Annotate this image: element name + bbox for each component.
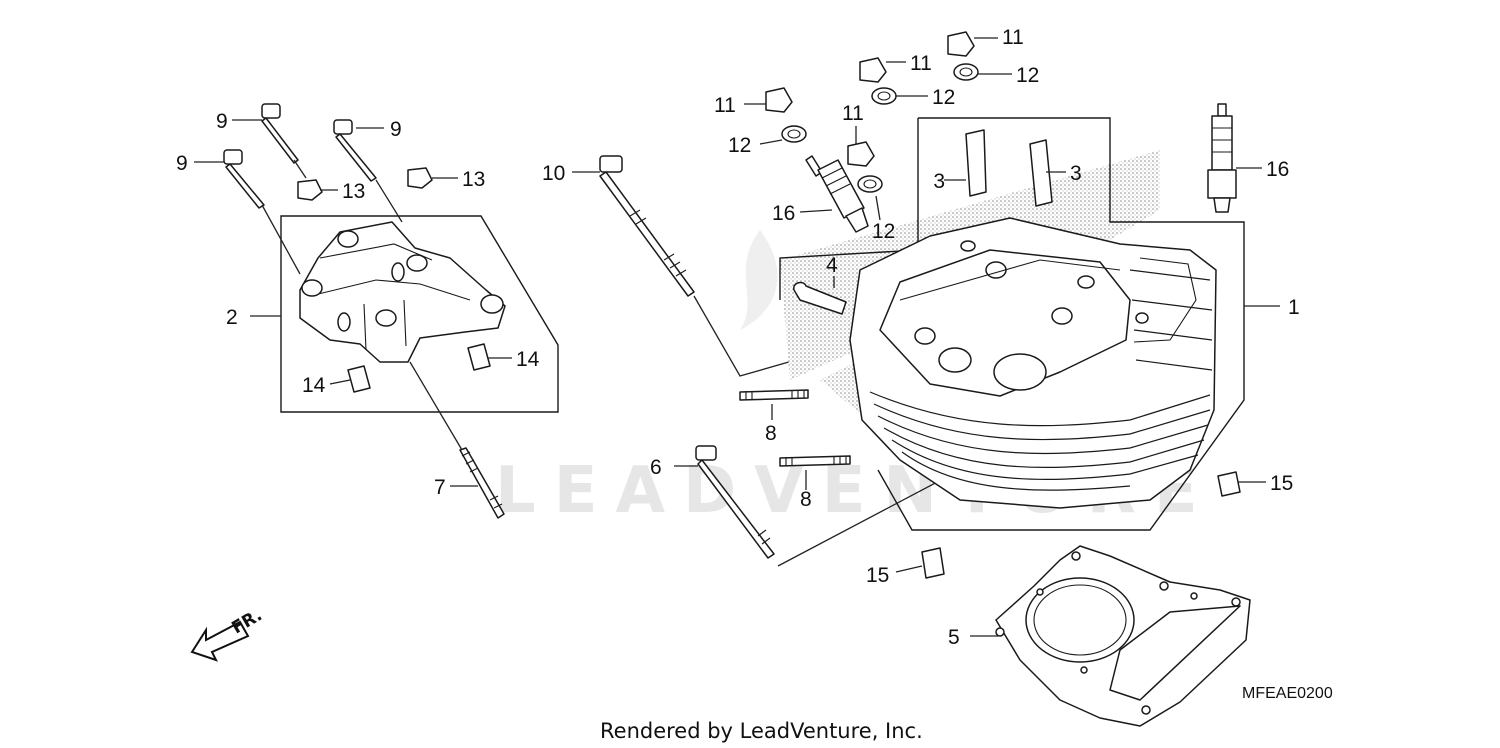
callout-4: 4 [826, 254, 838, 277]
callout-11-d: 11 [842, 102, 864, 125]
callout-11-b: 11 [910, 52, 932, 75]
callout-12-a: 12 [1016, 64, 1039, 87]
callout-15-b: 15 [866, 564, 889, 587]
callout-1: 1 [1288, 296, 1300, 319]
callout-6: 6 [650, 456, 662, 479]
credit-line: Rendered by LeadVenture, Inc. [600, 719, 923, 743]
callout-3-right: 3 [1070, 162, 1082, 185]
rocker-arm-assembly-group [194, 103, 559, 519]
callout-12-c: 12 [728, 134, 751, 157]
gasket-group [970, 545, 1251, 727]
callout-3-left: 3 [933, 170, 945, 193]
callout-14-a: 14 [302, 374, 326, 397]
callout-10: 10 [542, 162, 565, 185]
bolts-studs-group [572, 155, 961, 567]
callout-13-a: 13 [342, 180, 365, 203]
diagram-code: MFEAE0200 [1242, 685, 1333, 702]
callout-9-c: 9 [390, 118, 402, 141]
callout-12-d: 12 [872, 220, 895, 243]
callout-labels: 1 2 3 3 4 5 6 7 8 8 9 9 9 10 11 11 11 11… [176, 26, 1300, 649]
front-arrow-icon: FR. [190, 605, 266, 662]
callout-9-b: 9 [176, 152, 188, 175]
callout-16-a: 16 [772, 202, 795, 225]
callout-11-c: 11 [714, 94, 736, 117]
callout-2: 2 [226, 306, 238, 329]
cylinder-head-group [779, 117, 1280, 579]
callout-8-upper: 8 [765, 422, 777, 445]
callout-9-a: 9 [216, 110, 228, 133]
callout-12-b: 12 [932, 86, 955, 109]
plugs-nuts-washers-group [744, 31, 1262, 233]
callout-15-a: 15 [1270, 472, 1293, 495]
callout-16-b: 16 [1266, 158, 1289, 181]
callout-5: 5 [948, 626, 960, 649]
callout-14-b: 14 [516, 348, 540, 371]
callout-8-lower: 8 [800, 488, 812, 511]
callout-13-b: 13 [462, 168, 485, 191]
callout-7: 7 [434, 476, 446, 499]
callout-11-a: 11 [1002, 26, 1024, 49]
